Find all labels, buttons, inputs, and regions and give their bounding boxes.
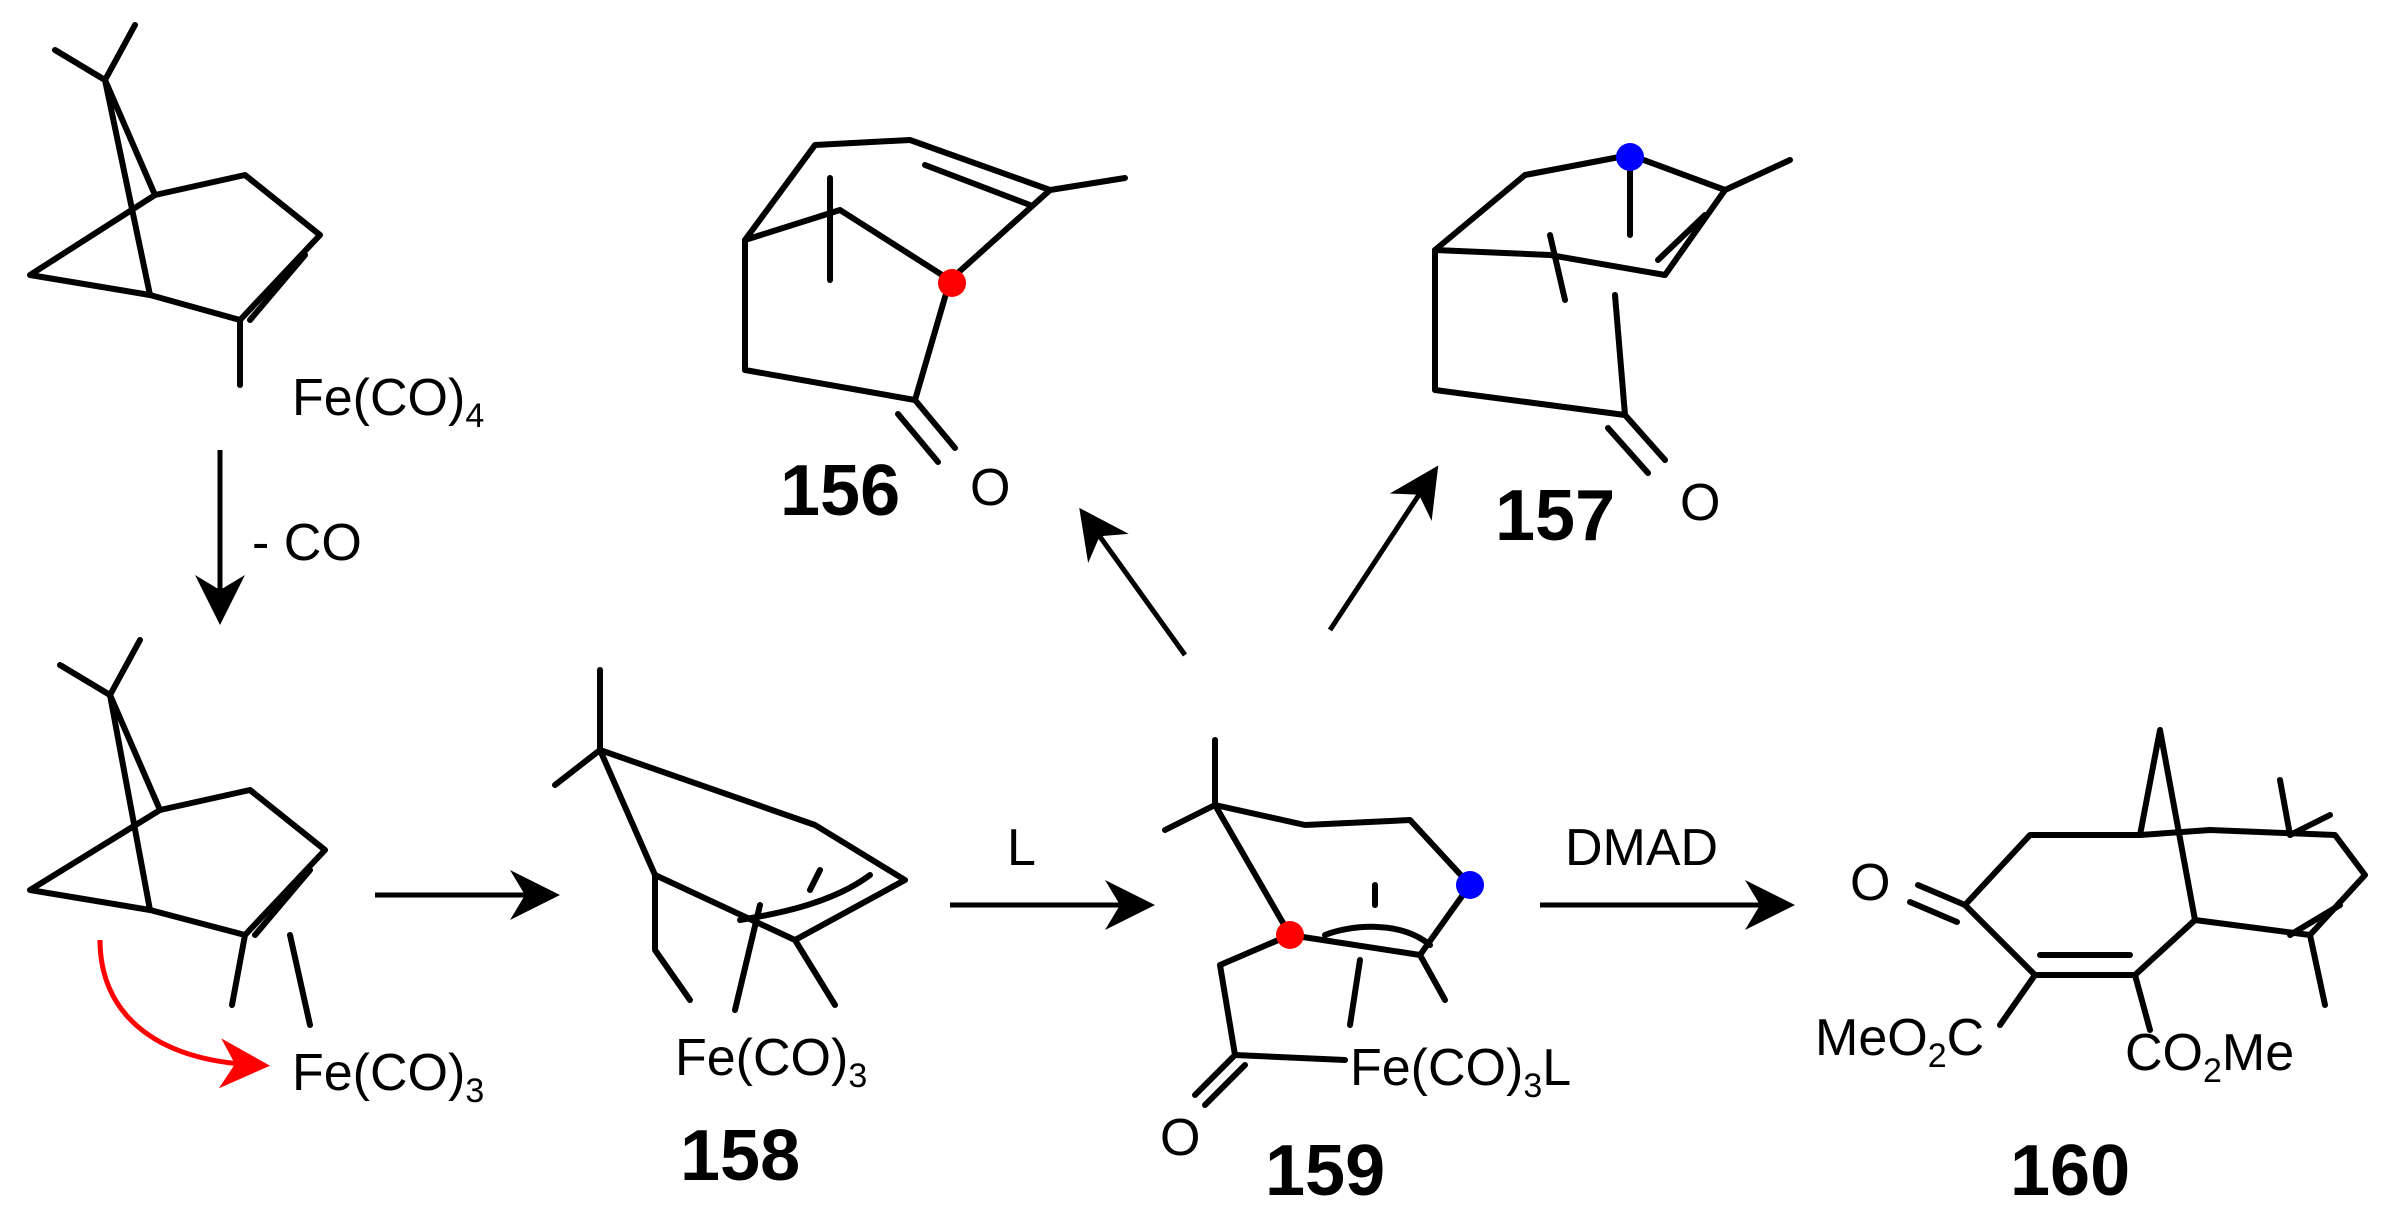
compound-159: Fe(CO)3L O 159 <box>1160 737 1571 1211</box>
arrow-ligand: L <box>950 819 1155 930</box>
condition-ligand: L <box>1007 819 1036 877</box>
start-metal-label: Fe(CO)4 <box>292 369 484 435</box>
c159-oxygen: O <box>1160 1109 1200 1167</box>
c156-radical-red <box>938 269 966 297</box>
c160-ester-left: MeO2C <box>1815 1009 1984 1075</box>
curved-arrow <box>97 939 270 1089</box>
c157-radical-blue <box>1616 143 1644 171</box>
arrow-to-157 <box>1327 465 1439 632</box>
c160-oxygen: O <box>1850 854 1890 912</box>
compound-160: O MeO2C CO2Me 160 <box>1815 727 2368 1211</box>
c159-radical-blue <box>1456 871 1484 899</box>
arrow-dmad: DMAD <box>1540 819 1795 930</box>
arrow-to-156 <box>1079 507 1188 657</box>
compound-156: O 156 <box>742 137 1128 531</box>
arrow-minus-co: - CO <box>195 450 362 625</box>
compound-157: O 157 <box>1432 143 1793 556</box>
c156-oxygen: O <box>970 459 1010 517</box>
condition-dmad: DMAD <box>1565 819 1718 877</box>
c158-metal-label: Fe(CO)3 <box>675 1029 867 1095</box>
intermediate-metal-label: Fe(CO)3 <box>292 1044 484 1110</box>
c160-ester-right: CO2Me <box>2125 1024 2294 1090</box>
c160-number: 160 <box>2010 1131 2130 1211</box>
c159-number: 159 <box>1265 1131 1385 1211</box>
c157-number: 157 <box>1495 476 1615 556</box>
compound-158: Fe(CO)3 158 <box>552 667 908 1196</box>
c159-radical-red <box>1276 921 1304 949</box>
c156-number: 156 <box>780 451 900 531</box>
c158-number: 158 <box>680 1116 800 1196</box>
c157-oxygen: O <box>1680 474 1720 532</box>
condition-minus-co: - CO <box>252 514 362 572</box>
start-structure: Fe(CO)4 <box>27 22 484 435</box>
intermediate-structure: Fe(CO)3 <box>27 637 484 1110</box>
c159-metal-label: Fe(CO)3L <box>1350 1039 1571 1105</box>
